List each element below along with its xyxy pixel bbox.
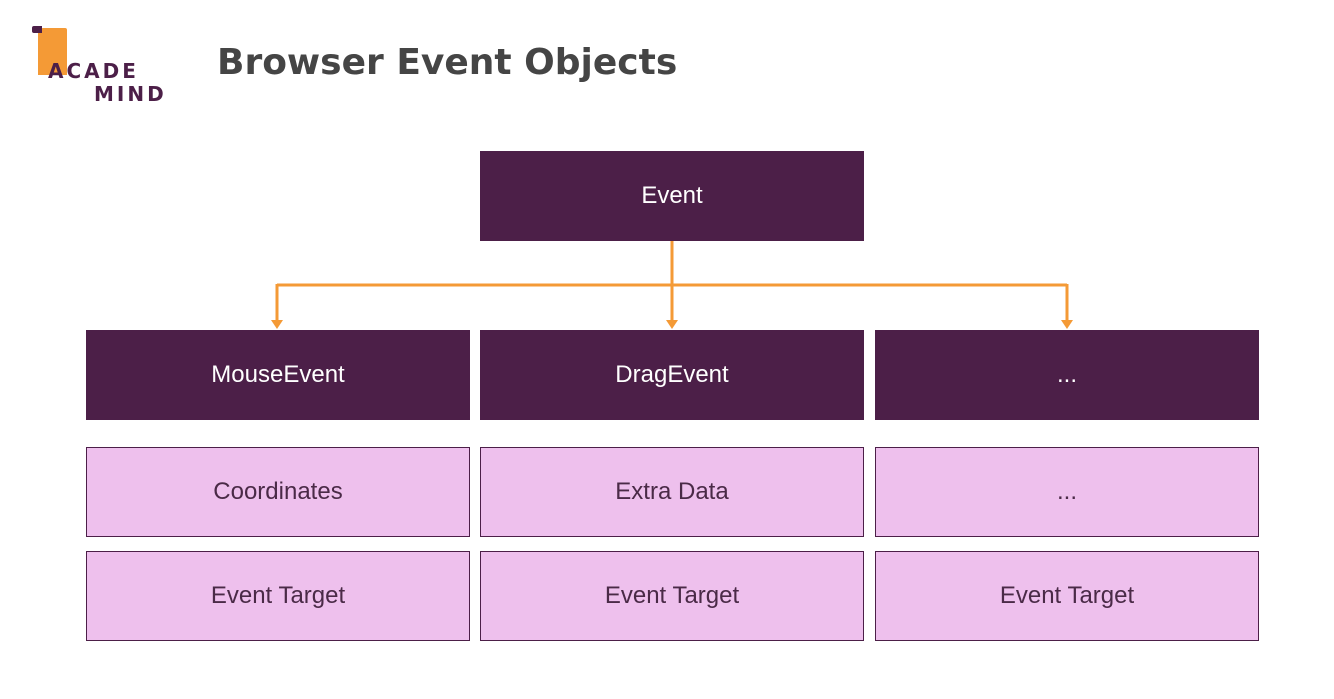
mouseevent-target-label: Event Target [210,582,346,609]
dragevent-target-box: Event Target [480,551,864,641]
dragevent-box: DragEvent [480,330,864,420]
mouseevent-label: MouseEvent [211,361,345,388]
dragevent-property-box: Extra Data [480,447,864,537]
dragevent-target-label: Event Target [604,582,740,609]
event-root-label: Event [641,182,703,209]
event-root-box: Event [480,151,864,241]
mouseevent-property-label: Coordinates [213,478,343,505]
other-event-label: ... [1056,361,1077,388]
logo-text-bottom: MIND [94,82,167,106]
logo-bookmark-icon [38,28,67,75]
page-title: Browser Event Objects [217,42,678,83]
other-event-box: ... [875,330,1259,420]
mouseevent-box: MouseEvent [86,330,470,420]
other-event-property-box: ... [875,447,1259,537]
academind-logo: ACADE MIND [30,24,170,108]
mouseevent-property-box: Coordinates [86,447,470,537]
other-event-target-label: Event Target [999,582,1135,609]
other-event-target-box: Event Target [875,551,1259,641]
mouseevent-target-box: Event Target [86,551,470,641]
arrowhead-other-event-icon [1061,320,1073,329]
dragevent-property-label: Extra Data [615,478,729,505]
logo-bookmark-fold [32,26,42,33]
other-event-property-label: ... [1056,478,1077,505]
arrowhead-dragevent-icon [666,320,678,329]
logo-text-top: ACADE [48,59,139,83]
arrowhead-mouseevent-icon [271,320,283,329]
dragevent-label: DragEvent [615,361,729,388]
